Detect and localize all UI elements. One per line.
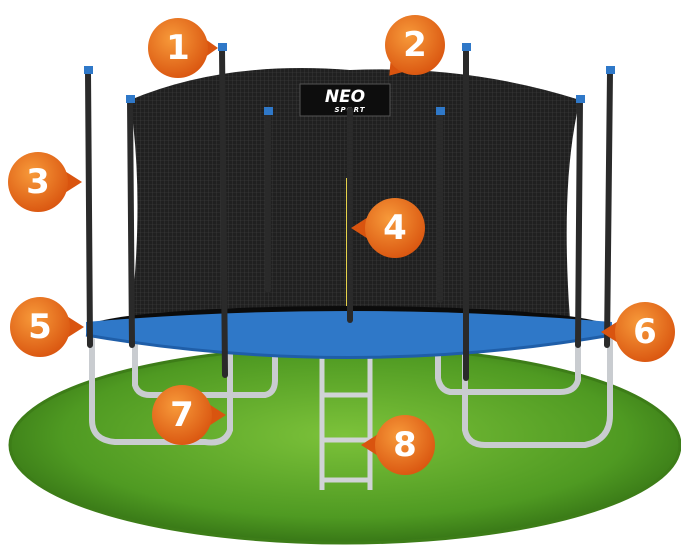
svg-text:4: 4: [383, 208, 407, 248]
net-poles: [85, 45, 613, 381]
marker-3: 3: [8, 152, 82, 212]
brand-logo: NEO SPORT: [299, 83, 391, 117]
svg-text:1: 1: [166, 28, 190, 68]
svg-text:3: 3: [26, 162, 50, 202]
frame-legs: [89, 337, 613, 448]
svg-text:5: 5: [28, 307, 52, 347]
svg-text:6: 6: [633, 312, 657, 352]
marker-5: 5: [10, 297, 84, 357]
spring-pad: [86, 311, 612, 358]
marker-2: 2: [385, 15, 445, 76]
ladder: [319, 355, 373, 490]
marker-6: 6: [601, 302, 675, 362]
svg-text:2: 2: [403, 25, 427, 65]
svg-text:7: 7: [170, 395, 194, 435]
marker-7: 7: [152, 385, 226, 445]
svg-text:NEO: NEO: [325, 87, 365, 107]
marker-8: 8: [361, 415, 435, 475]
marker-4: 4: [351, 198, 425, 258]
svg-text:8: 8: [393, 425, 417, 465]
marker-1: 1: [148, 18, 218, 78]
